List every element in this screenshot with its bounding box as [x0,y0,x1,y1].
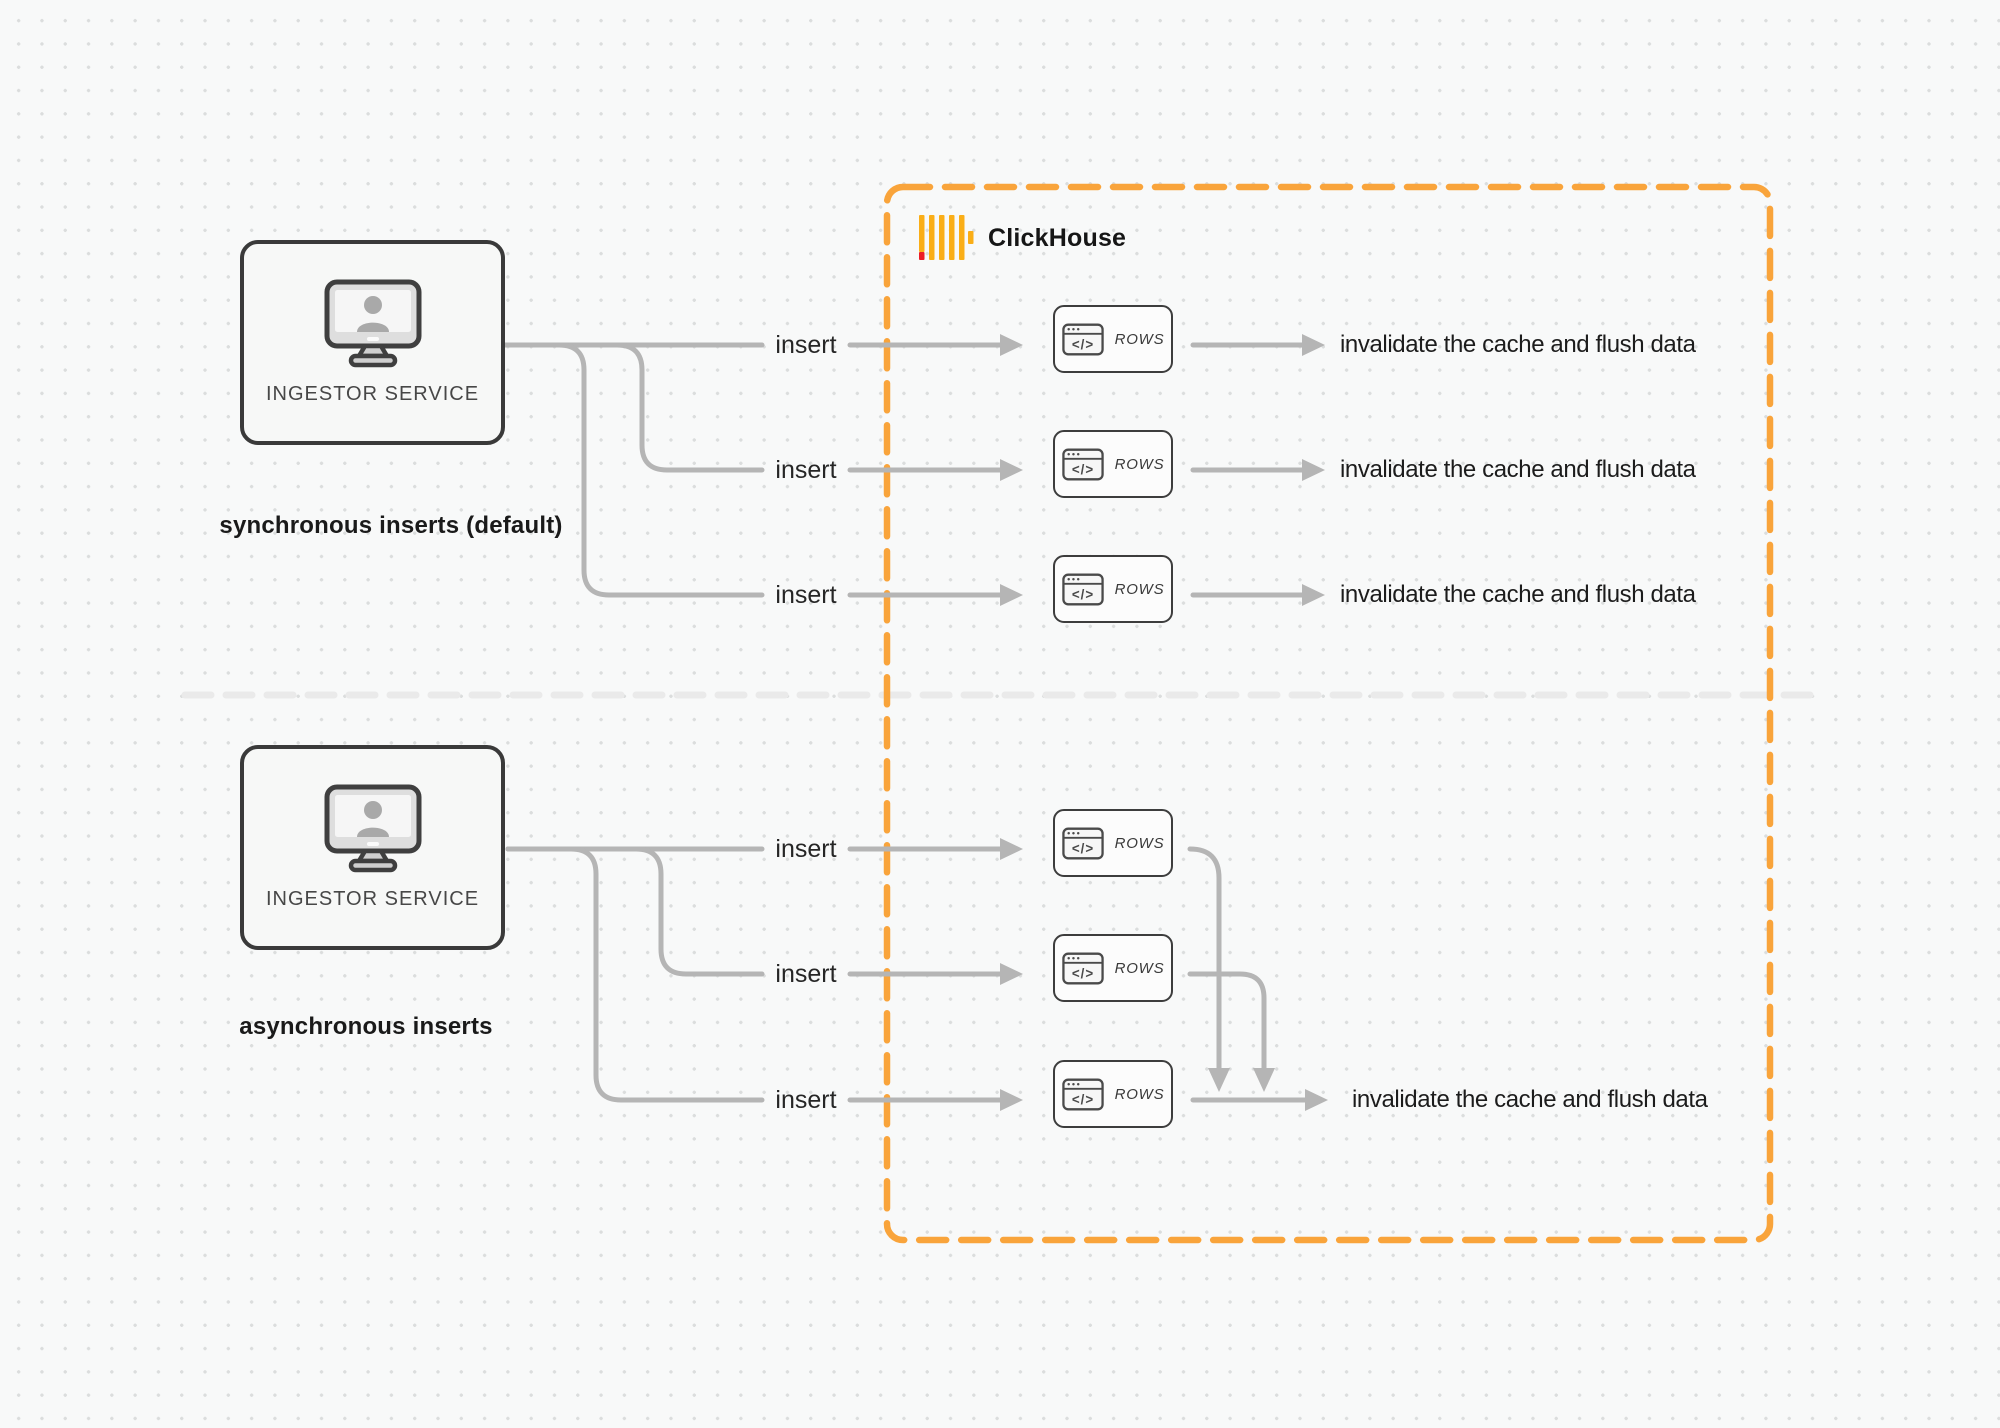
svg-text:</>: </> [1071,841,1093,856]
async-merge-line-2 [1187,971,1267,1071]
monitor-user-icon [324,784,421,873]
insert-label-sync-3: insert [775,581,837,609]
result-label-async: invalidate the cache and flush data [1352,1086,1708,1113]
rows-card-label: ROWS [1114,455,1165,473]
arrowhead-right-icon [1000,584,1023,606]
sync-section-caption: synchronous inserts (default) [219,512,563,539]
arrowhead-right-icon [1302,459,1325,481]
sync-branch-row2 [502,342,765,473]
async-section-caption: asynchronous inserts [239,1013,493,1040]
clickhouse-logo: ClickHouse [919,213,1126,263]
async-merge-line-1 [1187,846,1222,1071]
code-window-icon: </> [1061,573,1104,605]
rows-card-label: ROWS [1114,834,1165,852]
arrowhead-right-icon [1000,838,1023,860]
rows-card-sync-3: </> ROWS [1053,555,1176,626]
svg-text:</>: </> [1071,337,1093,352]
ingestor-service-box-async: INGESTOR SERVICE [240,745,505,950]
code-window-icon: </> [1061,1078,1104,1110]
arrowhead-down-icon [1208,1068,1230,1092]
insert-label-async-1: insert [775,835,837,863]
svg-text:</>: </> [1071,462,1093,477]
rows-card-async-1: </> ROWS [1053,809,1176,880]
arrowhead-down-icon [1253,1068,1275,1092]
svg-text:</>: </> [1071,587,1093,602]
arrowhead-right-icon [1000,334,1023,356]
insert-label-async-3: insert [775,1086,837,1114]
result-label-sync-2: invalidate the cache and flush data [1340,456,1696,483]
insert-label-sync-1: insert [775,331,837,359]
clickhouse-brand-title: ClickHouse [988,223,1127,252]
ingestor-service-label: INGESTOR SERVICE [265,383,480,405]
code-window-icon: </> [1061,448,1104,480]
arrowhead-right-icon [1302,334,1325,356]
rows-card-async-2: </> ROWS [1053,934,1176,1005]
arrowhead-right-icon [1000,963,1023,985]
rows-card-label: ROWS [1114,330,1165,348]
result-label-sync-3: invalidate the cache and flush data [1340,581,1696,608]
rows-card-sync-1: </> ROWS [1053,305,1176,376]
ingestor-service-box-sync: INGESTOR SERVICE [240,240,505,445]
code-window-icon: </> [1061,952,1104,984]
rows-card-label: ROWS [1114,1085,1165,1103]
rows-card-label: ROWS [1114,959,1165,977]
monitor-user-icon [324,279,421,368]
ingestor-service-label: INGESTOR SERVICE [265,888,480,910]
svg-text:</>: </> [1071,1092,1093,1107]
arrowhead-right-icon [1305,1089,1328,1111]
rows-card-async-3: </> ROWS [1053,1060,1176,1131]
async-branch-row2 [505,846,765,977]
arrowhead-right-icon [1302,584,1325,606]
code-window-icon: </> [1061,827,1104,859]
rows-card-sync-2: </> ROWS [1053,430,1176,501]
insert-label-sync-2: insert [775,456,837,484]
svg-text:</>: </> [1071,966,1093,981]
result-label-sync-1: invalidate the cache and flush data [1340,331,1696,358]
rows-card-label: ROWS [1114,580,1165,598]
insert-label-async-2: insert [775,960,837,988]
clickhouse-logo-icon [919,215,974,260]
arrowhead-right-icon [1000,1089,1023,1111]
code-window-icon: </> [1061,323,1104,355]
arrowhead-right-icon [1000,459,1023,481]
